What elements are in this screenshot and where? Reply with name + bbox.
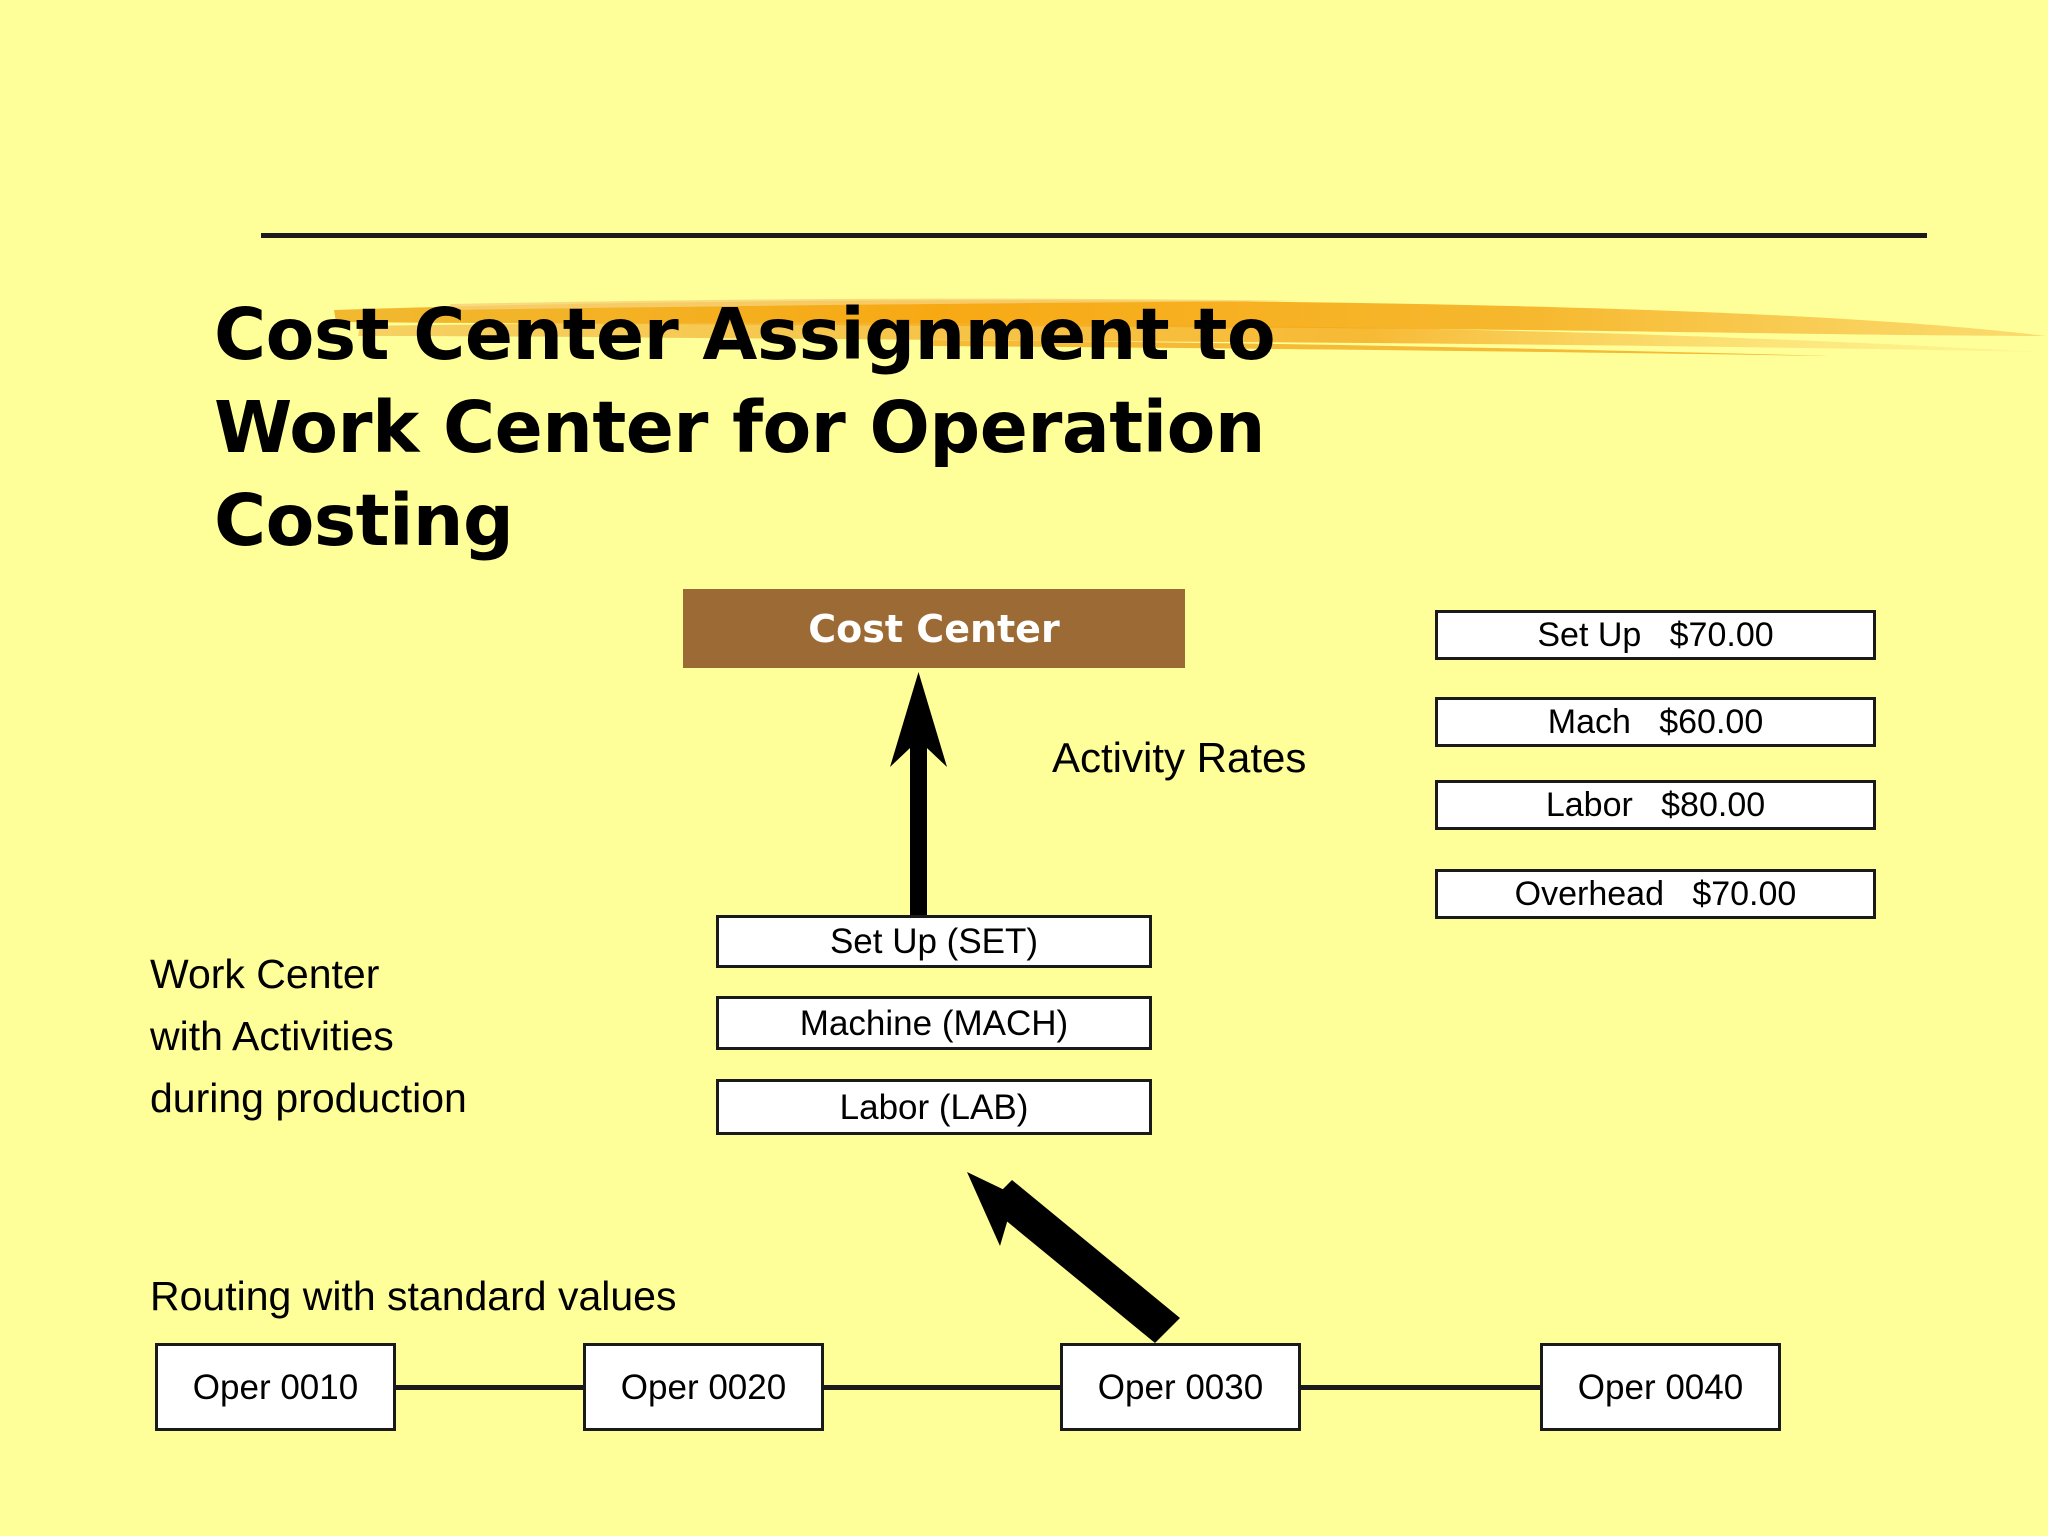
routing-connector-2 — [822, 1385, 1062, 1390]
rate-label: Labor $80.00 — [1545, 786, 1766, 824]
slide-title: Cost Center Assignment to Work Center fo… — [214, 293, 1276, 562]
activity-to-cost-center-arrow — [890, 672, 947, 915]
routing-caption: Routing with standard values — [150, 1273, 677, 1319]
activity-label: Machine (MACH) — [799, 1003, 1069, 1043]
rate-box-mach[interactable]: Mach $60.00 — [1435, 697, 1876, 747]
rate-label: Mach $60.00 — [1547, 703, 1764, 741]
cost-center-label: Cost Center — [808, 606, 1060, 651]
operation-box-0030[interactable]: Oper 0030 — [1060, 1343, 1301, 1431]
rate-box-labor[interactable]: Labor $80.00 — [1435, 780, 1876, 830]
operation-label: Oper 0030 — [1097, 1367, 1264, 1407]
operation-box-0010[interactable]: Oper 0010 — [155, 1343, 396, 1431]
operation-box-0040[interactable]: Oper 0040 — [1540, 1343, 1781, 1431]
activity-label: Labor (LAB) — [839, 1087, 1029, 1127]
rate-label: Overhead $70.00 — [1514, 875, 1797, 913]
header-divider — [261, 233, 1927, 238]
operation-label: Oper 0020 — [620, 1367, 787, 1407]
rate-box-overhead[interactable]: Overhead $70.00 — [1435, 869, 1876, 919]
activity-box-set-up[interactable]: Set Up (SET) — [716, 915, 1152, 968]
operation-box-0020[interactable]: Oper 0020 — [583, 1343, 824, 1431]
work-center-caption: Work Center with Activities during produ… — [150, 951, 467, 1121]
operation-label: Oper 0040 — [1577, 1367, 1744, 1407]
routing-connector-3 — [1299, 1385, 1542, 1390]
activity-box-machine[interactable]: Machine (MACH) — [716, 996, 1152, 1050]
activity-box-labor[interactable]: Labor (LAB) — [716, 1079, 1152, 1135]
rate-box-set-up[interactable]: Set Up $70.00 — [1435, 610, 1876, 660]
activity-label: Set Up (SET) — [829, 922, 1039, 961]
routing-connector-1 — [395, 1385, 585, 1390]
activity-rates-label: Activity Rates — [1052, 734, 1307, 781]
operation-label: Oper 0010 — [192, 1367, 359, 1407]
cost-center-box[interactable]: Cost Center — [683, 589, 1185, 668]
rate-label: Set Up $70.00 — [1537, 616, 1774, 654]
operation-to-labor-arrow — [967, 1172, 1180, 1343]
